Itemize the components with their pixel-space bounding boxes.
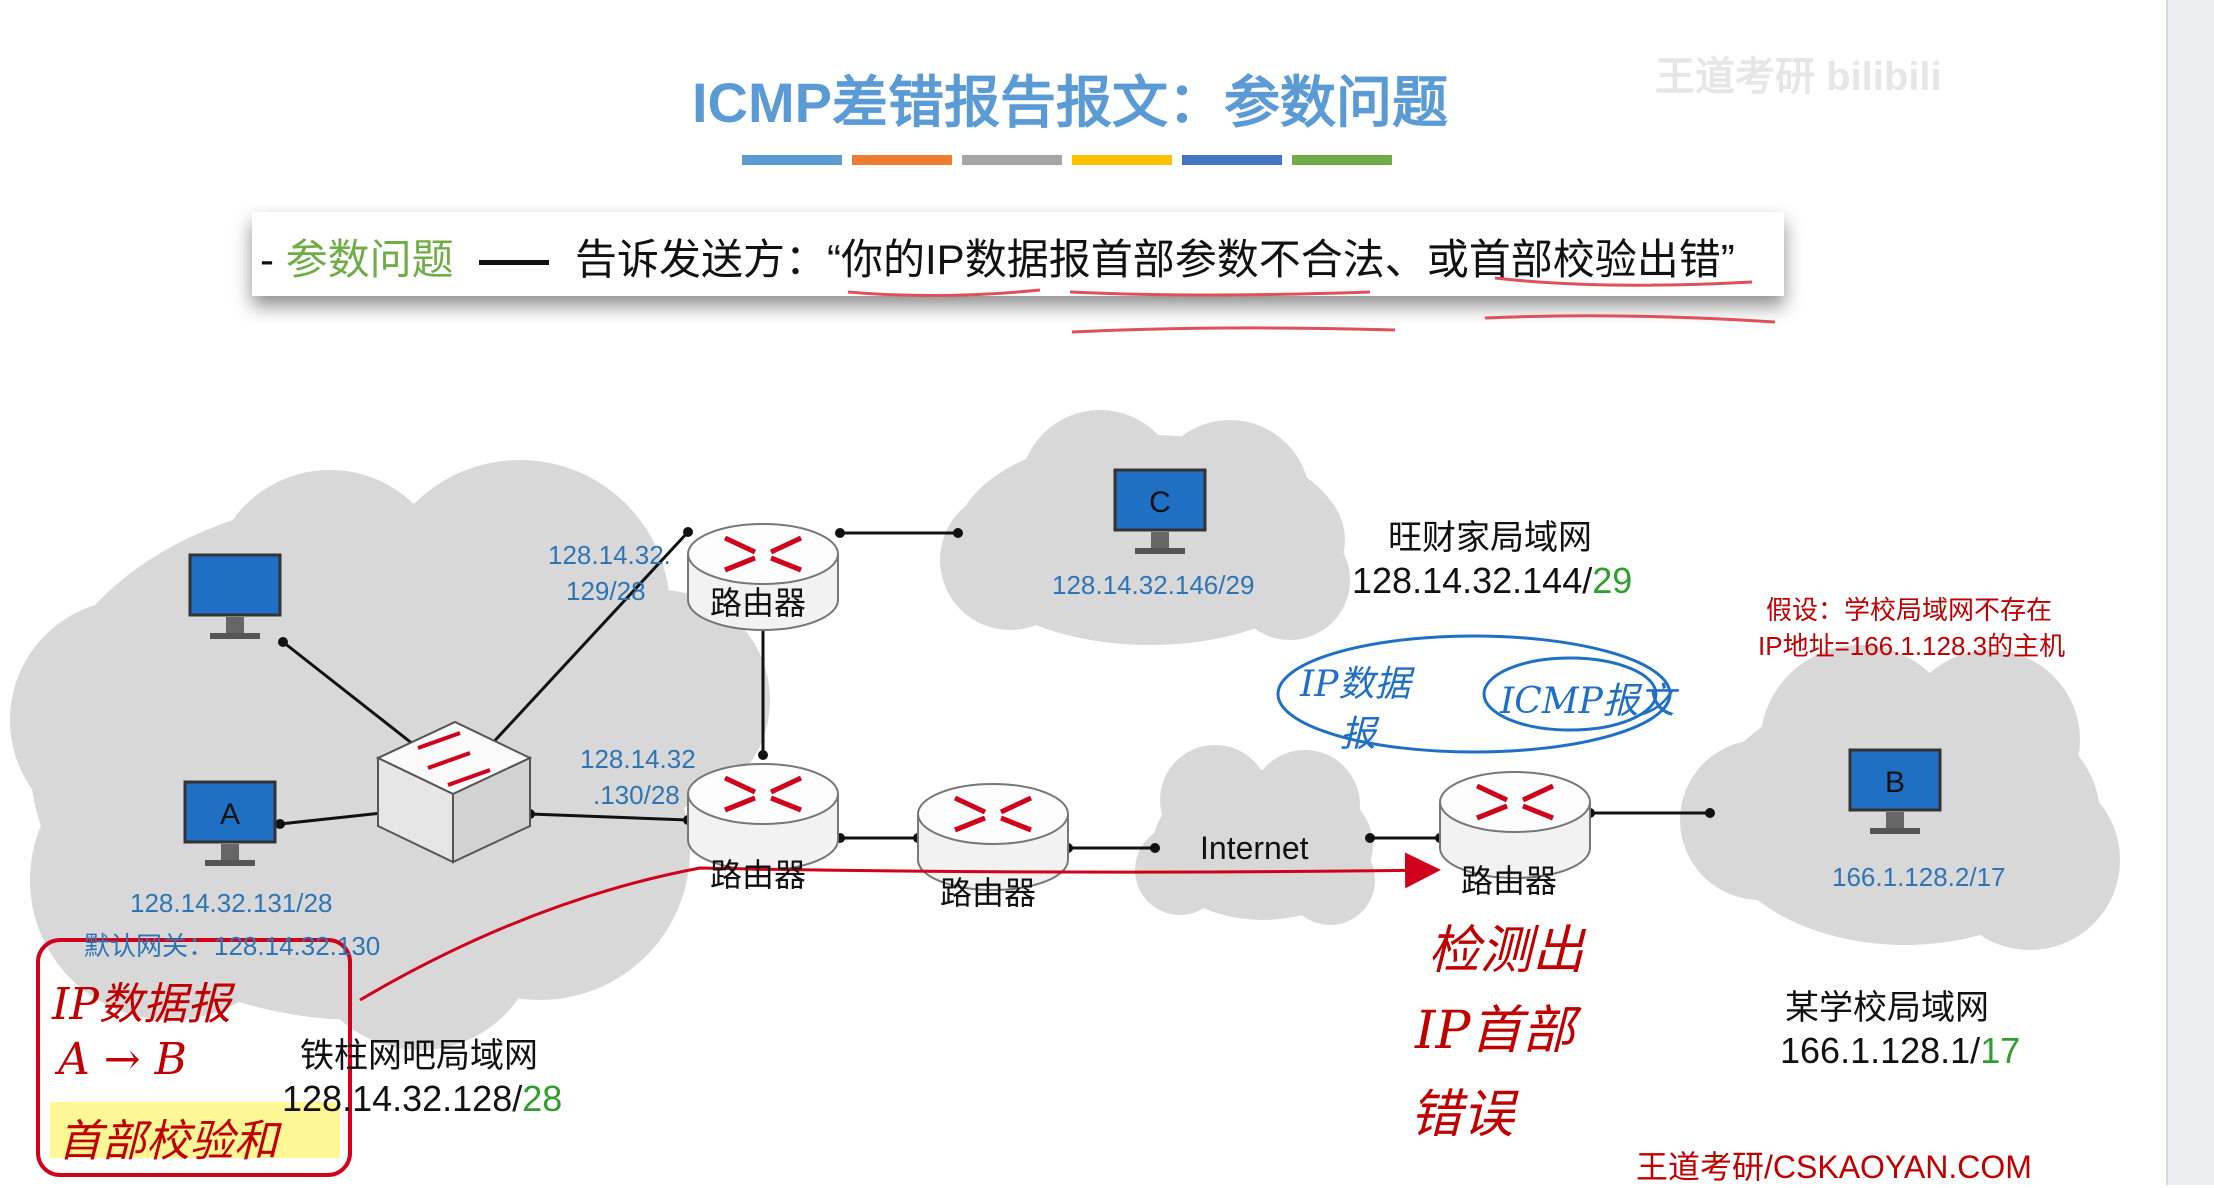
lan-b-net: 166.1.128.1/ [1780,1030,1981,1071]
color-bar [852,155,952,165]
router3-label: 路由器 [940,875,1037,911]
packet-inner-outline [1482,656,1658,732]
host-b-label: B [1885,766,1905,799]
assumption-line1: 假设：学校局域网不存在 [1766,595,2053,625]
router2-interface-line2: .130/28 [593,780,680,810]
handwritten-underlines [847,276,1776,334]
router2-interface-line1: 128.14.32 [580,744,696,774]
definition-term: 参数问题 [285,236,454,283]
lan-c-network: 128.14.32.144/29 [1352,560,1632,602]
slide-title: ICMP差错报告报文：参数问题 [692,71,1448,134]
definition-line: - 参数问题 告诉发送方：“你的IP数据报首部参数不合法、或首部校验出错” [260,226,1735,287]
detect-line3: 错误 [1410,1085,1515,1145]
internet-label: Internet [1200,830,1309,866]
definition-prefix: - [260,236,274,283]
lan-left-name: 铁柱网吧局域网 [300,1037,538,1075]
footer-brand: 王道考研/CSKAOYAN.COM [1636,1149,2032,1185]
host-c-label: C [1149,486,1171,519]
color-bar [742,155,842,165]
note-line1: IP数据报 [52,979,231,1030]
computer-icon: B [1848,748,1942,834]
watermark: 王道考研 bilibili [1655,55,1942,99]
switch-icon [375,720,533,864]
color-bar [1292,155,1392,165]
note-line3: 首部校验和 [58,1116,278,1167]
color-bar [1072,155,1172,165]
host-a-ip: 128.14.32.131/28 [130,888,333,918]
router2-label: 路由器 [710,857,807,893]
lan-left-prefix: 28 [522,1078,563,1119]
packet-path-arrow [359,852,1441,1002]
router1-interface-line1: 128.14.32. [548,540,671,570]
host-c-ip: 128.14.32.146/29 [1052,570,1255,600]
links [279,530,1710,850]
lan-left-network: 128.14.32.128/28 [282,1078,562,1120]
lan-b-network: 166.1.128.1/17 [1780,1030,2020,1072]
packet-inner-label: ICMP报文 [1500,681,1675,722]
lan-left-net: 128.14.32.128/ [282,1078,523,1119]
router-icon [687,523,839,631]
definition-banner: - 参数问题 告诉发送方：“你的IP数据报首部参数不合法、或首部校验出错” [252,212,1784,296]
lan-b-prefix: 17 [1980,1030,2021,1071]
router-icon [1439,771,1591,879]
computer-icon: C [1113,468,1207,554]
computer-icon: A [183,780,277,866]
packet-outer-line1: IP数据 [1300,664,1411,705]
color-bar [1182,155,1282,165]
lan-c-net: 128.14.32.144/ [1352,560,1593,601]
detect-line1: 检测出 [1428,921,1585,981]
packet-outer-line2: 报 [1340,714,1377,755]
host-b-ip: 166.1.128.2/17 [1832,862,2006,892]
assumption-line2: IP地址=166.1.128.3的主机 [1758,631,2066,661]
computer-icon [188,553,282,639]
host-a-gateway: 默认网关：128.14.32.130 [84,931,381,961]
color-bar [962,155,1062,165]
window-edge-strip [2166,0,2214,1185]
router1-label: 路由器 [710,585,807,621]
lan-b-name: 某学校局域网 [1785,989,1989,1027]
highlight-mark [50,1102,340,1158]
detect-line2: IP首部 [1415,1001,1575,1061]
packet-outer-outline [1276,634,1672,754]
host-a-label: A [220,798,240,831]
note-box [36,938,352,1177]
definition-dash [479,260,550,266]
note-line2: A → B [58,1034,187,1085]
lan-cloud-left [10,460,770,1050]
router4-label: 路由器 [1461,863,1558,899]
lan-c-prefix: 29 [1592,560,1633,601]
title-color-bars [742,155,1392,165]
router1-interface-line2: 129/28 [566,576,646,606]
lan-c-name: 旺财家局域网 [1388,519,1592,557]
router-icon [687,763,839,871]
definition-text: 告诉发送方：“你的IP数据报首部参数不合法、或首部校验出错” [575,236,1735,283]
